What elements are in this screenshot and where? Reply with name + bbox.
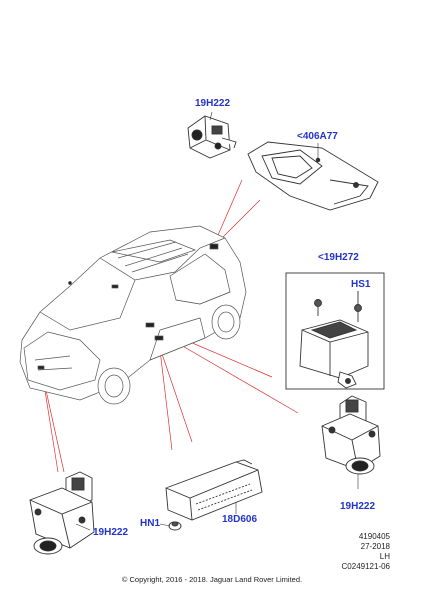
- bottom-camera-part[interactable]: [29, 471, 95, 555]
- module-18d606-part[interactable]: [165, 459, 263, 521]
- reference-image-id: C0249121-06: [341, 562, 390, 571]
- bracket-part[interactable]: [247, 141, 379, 211]
- callout-top-camera[interactable]: 19H222: [195, 98, 231, 109]
- callout-leaders: [75, 111, 359, 531]
- reference-date: 27-2018: [360, 542, 390, 551]
- callout-screws[interactable]: HS1: [351, 279, 371, 290]
- callout-right-camera[interactable]: 19H222: [340, 501, 376, 512]
- reference-code: 4190405: [358, 532, 390, 541]
- camera-cover-part[interactable]: [299, 319, 369, 389]
- right-camera-part[interactable]: [321, 395, 381, 475]
- reference-side: LH: [379, 552, 390, 561]
- screw-hs1-part[interactable]: [314, 291, 362, 322]
- callout-module[interactable]: 18D606: [222, 514, 258, 525]
- component-group-box: [285, 272, 385, 390]
- reference-block: 4190405 27-2018 LH C0249121-06: [300, 532, 390, 572]
- callout-nut[interactable]: HN1: [140, 518, 161, 529]
- vehicle-illustration: [19, 225, 247, 405]
- nut-hn1-part[interactable]: [168, 521, 182, 531]
- callout-bracket[interactable]: <406A77: [297, 131, 338, 142]
- callout-bottom-camera[interactable]: 19H222: [93, 527, 129, 538]
- top-camera-part[interactable]: [187, 115, 237, 159]
- callout-box-group[interactable]: <19H272: [318, 252, 359, 263]
- copyright-notice: © Copyright, 2016 - 2018. Jaguar Land Ro…: [121, 575, 303, 584]
